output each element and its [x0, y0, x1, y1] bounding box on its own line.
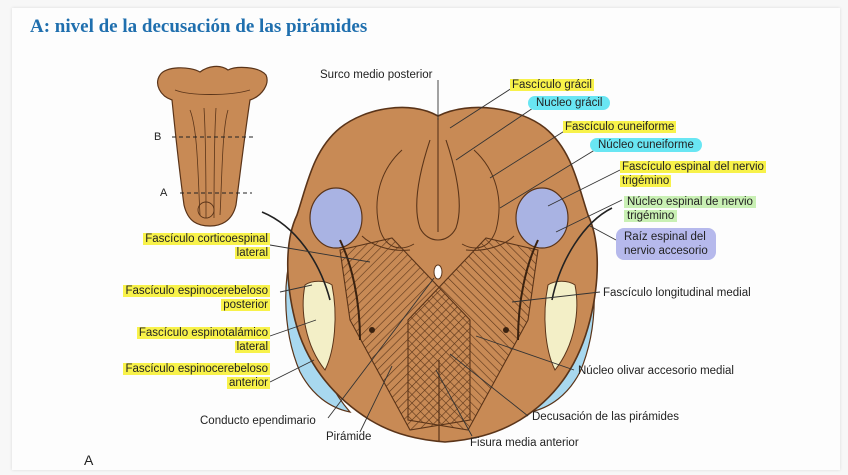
label-raiz-espinal-accesorio: Raíz espinal del nervio accesorio [616, 228, 716, 260]
label-espinotalamico-line2: lateral [235, 341, 270, 353]
label-espinocerebeloso-anterior: Fascículo espinocerebeloso anterior [82, 362, 270, 390]
label-nucleo-espinal-trigemino-line2: trigémino [624, 210, 677, 222]
label-surco-medio-posterior: Surco medio posterior [320, 68, 433, 82]
label-fasciculo-gracil: Fascículo grácil [510, 79, 594, 91]
label-espinocerebeloso-ant-line1: Fascículo espinocerebeloso [123, 363, 270, 375]
label-nucleo-cuneiforme: Núcleo cuneiforme [590, 138, 702, 152]
label-fasciculo-espinal-trigemino-line1: Fascículo espinal del nervio [620, 161, 766, 173]
label-corticoespinal-line1: Fascículo corticoespinal [143, 233, 270, 245]
label-corticoespinal-lateral: Fascículo corticoespinal lateral [112, 232, 270, 260]
label-espinocerebeloso-ant-line2: anterior [227, 377, 270, 389]
inset-level-a-label: A [160, 186, 167, 200]
label-espinocerebeloso-post-line1: Fascículo espinocerebeloso [123, 285, 270, 297]
inset-level-b-label: B [154, 130, 161, 144]
figure-letter: A [84, 452, 93, 468]
label-fasciculo-espinal-trigemino: Fascículo espinal del nervio trigémino [620, 160, 766, 188]
label-fasciculo-longitudinal-medial: Fascículo longitudinal medial [603, 286, 751, 300]
label-nucleo-gracil: Nucleo grácil [528, 96, 610, 110]
label-piramide: Pirámide [326, 430, 371, 444]
label-decusacion: Decusación de las pirámides [532, 410, 679, 424]
label-nucleo-olivar: Núcleo olivar accesorio medial [578, 364, 734, 378]
label-raiz-espinal-line1: Raíz espinal del [624, 231, 706, 243]
label-raiz-espinal-line2: nervio accesorio [624, 245, 708, 257]
label-nucleo-espinal-trigemino-line1: Núcleo espinal de nervio [624, 196, 756, 208]
label-conducto-ependimario: Conducto ependimario [200, 414, 316, 428]
brainstem-inset [158, 66, 267, 226]
label-espinotalamico-line1: Fascículo espinotalámico [137, 327, 270, 339]
label-espinotalamico-lateral: Fascículo espinotalámico lateral [100, 326, 270, 354]
label-nucleo-espinal-trigemino: Núcleo espinal de nervio trigémino [624, 195, 756, 223]
label-espinocerebeloso-posterior: Fascículo espinocerebeloso posterior [82, 284, 270, 312]
label-espinocerebeloso-post-line2: posterior [221, 299, 270, 311]
label-fasciculo-espinal-trigemino-line2: trigémino [620, 175, 671, 187]
label-fisura-media-anterior: Fisura media anterior [470, 436, 579, 450]
label-fasciculo-cuneiforme: Fascículo cuneiforme [563, 121, 676, 133]
label-corticoespinal-line2: lateral [235, 247, 270, 259]
central-canal [434, 265, 442, 279]
